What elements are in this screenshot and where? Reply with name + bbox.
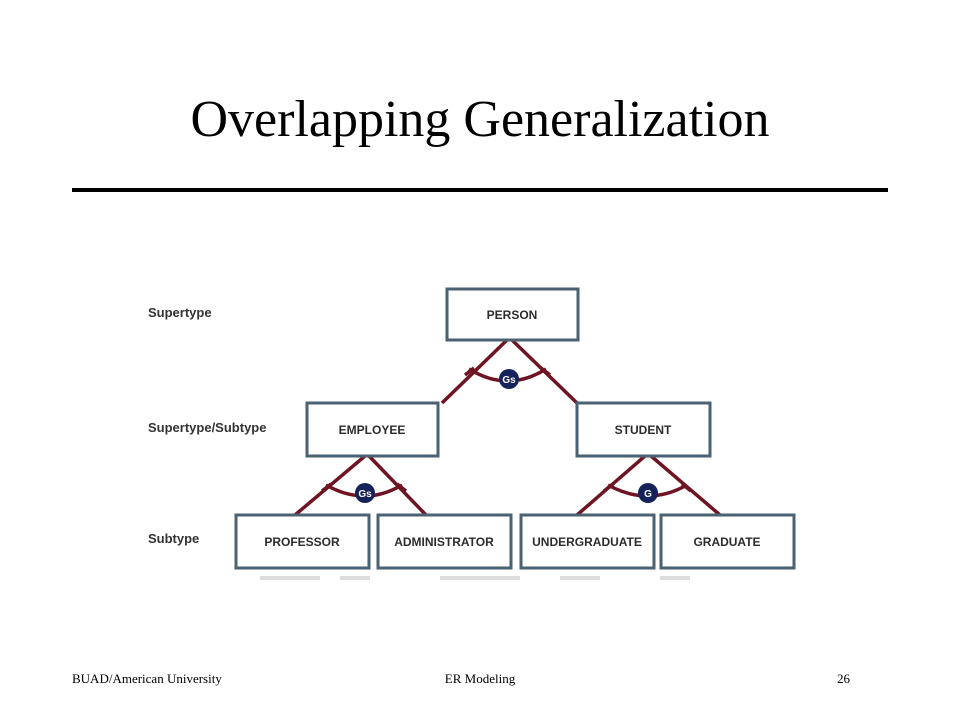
svg-text:EMPLOYEE: EMPLOYEE xyxy=(339,423,406,437)
svg-text:Gs: Gs xyxy=(502,375,516,386)
svg-text:STUDENT: STUDENT xyxy=(615,423,672,437)
svg-text:UNDERGRADUATE: UNDERGRADUATE xyxy=(532,535,642,549)
tick-student-right xyxy=(680,482,693,493)
svg-text:ADMINISTRATOR: ADMINISTRATOR xyxy=(394,535,494,549)
tick-person-right xyxy=(539,366,552,377)
gen-symbol-student: G xyxy=(638,483,658,503)
level-label-supertype-subtype: Supertype/Subtype xyxy=(148,420,266,435)
svg-text:PERSON: PERSON xyxy=(487,308,538,322)
svg-text:GRADUATE: GRADUATE xyxy=(693,535,760,549)
level-label-subtype: Subtype xyxy=(148,531,199,546)
footer-topic: ER Modeling xyxy=(444,671,516,686)
tick-employee-left xyxy=(320,482,333,493)
svg-text:Gs: Gs xyxy=(358,489,372,500)
generalization-diagram: Supertype Supertype/Subtype Subtype Gs G… xyxy=(148,287,796,580)
page-number: 26 xyxy=(837,671,850,686)
cropped-remnant xyxy=(260,576,690,580)
entity-employee: EMPLOYEE xyxy=(305,401,440,458)
entity-undergraduate: UNDERGRADUATE xyxy=(519,513,656,570)
entity-professor: PROFESSOR xyxy=(234,513,371,570)
entity-person: PERSON xyxy=(445,287,580,342)
svg-text:PROFESSOR: PROFESSOR xyxy=(264,535,340,549)
tick-student-left xyxy=(602,482,615,493)
entity-student: STUDENT xyxy=(575,401,712,458)
svg-text:G: G xyxy=(644,489,652,500)
title-underline xyxy=(72,188,888,192)
footer-institution: BUAD/American University xyxy=(72,671,222,686)
entity-graduate: GRADUATE xyxy=(659,513,796,570)
tick-person-left xyxy=(463,366,476,377)
entity-administrator: ADMINISTRATOR xyxy=(376,513,513,570)
level-label-supertype: Supertype xyxy=(148,305,212,320)
gen-symbol-employee: Gs xyxy=(355,483,375,503)
gen-symbol-person: Gs xyxy=(499,369,519,389)
tick-employee-right xyxy=(395,482,408,493)
slide-title: Overlapping Generalization xyxy=(190,91,770,148)
